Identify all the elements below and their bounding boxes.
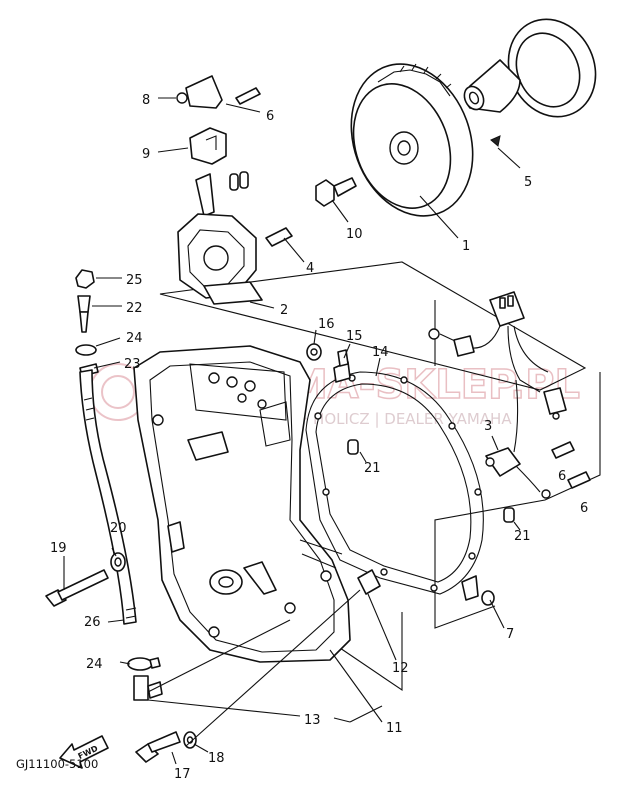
callout-24a: 24 [126, 331, 143, 346]
starter-clutch [463, 18, 597, 147]
flywheel-rotor [350, 63, 474, 217]
callout-11: 11 [386, 721, 403, 736]
callout-2: 2 [280, 303, 288, 318]
bracket-and-grommet [176, 75, 261, 165]
callout-25: 25 [126, 273, 143, 288]
callout-14: 14 [372, 345, 389, 360]
callout-6c: 6 [580, 501, 588, 516]
callout-7: 7 [506, 627, 514, 642]
bolt-and-washer-15-16 [306, 343, 351, 383]
callout-16: 16 [318, 317, 335, 332]
callout-17: 17 [174, 767, 191, 782]
callout-5: 5 [524, 175, 532, 190]
callout-8: 8 [142, 93, 150, 108]
callout-10: 10 [346, 227, 363, 242]
bolt-and-washer-19-20 [45, 552, 126, 607]
callout-15: 15 [346, 329, 363, 344]
callout-13: 13 [304, 713, 321, 728]
callout-6a: 6 [266, 109, 274, 124]
callout-23: 23 [124, 357, 141, 372]
callout-20: 20 [110, 521, 127, 536]
callout-22: 22 [126, 301, 143, 316]
diagram-code: GJ11100-5100 [16, 757, 98, 771]
flywheel-bolt [315, 177, 357, 207]
bottom-fittings [127, 657, 197, 763]
fwd-arrow-icon: FWD [59, 735, 109, 769]
callout-6b: 6 [558, 469, 566, 484]
fittings-left [75, 269, 99, 377]
watermark-text: MA-SKLEP.PL [288, 362, 580, 408]
callout-4: 4 [306, 261, 314, 276]
watermark-subtext: HURT · HOLICZ | DEALER YAMAHA [258, 410, 512, 428]
callout-3: 3 [484, 419, 492, 434]
callout-26: 26 [84, 615, 101, 630]
callout-24b: 24 [86, 657, 103, 672]
crankcase-cover [133, 345, 351, 663]
sensor-wiring [428, 291, 591, 606]
callout-labels: 1 2 3 4 5 6 6 6 7 8 9 10 11 12 13 14 15 … [50, 93, 588, 782]
callout-9: 9 [142, 147, 150, 162]
callout-1: 1 [462, 239, 470, 254]
callout-19: 19 [50, 541, 67, 556]
leader-lines [63, 97, 521, 765]
callout-18: 18 [208, 751, 225, 766]
watermark: MA-SKLEP.PL HURT · HOLICZ | DEALER YAMAH… [89, 361, 581, 428]
callout-21b: 21 [514, 529, 531, 544]
callout-21a: 21 [364, 461, 381, 476]
dowel-pins [347, 439, 515, 523]
stator-assembly [177, 171, 293, 305]
callout-12: 12 [392, 661, 409, 676]
collar [357, 569, 381, 595]
